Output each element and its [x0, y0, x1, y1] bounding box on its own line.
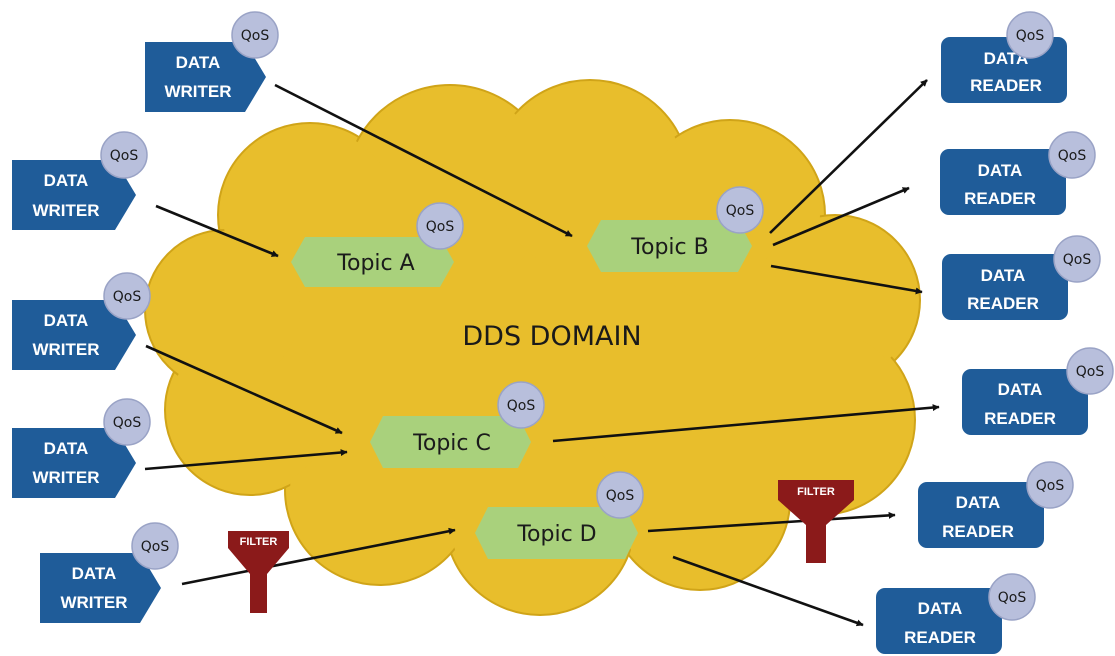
topic-b-label: Topic B — [630, 235, 708, 260]
topic-d: Topic D QoS — [475, 471, 644, 559]
arrow-topic-d-to-reader-5 — [647, 511, 896, 533]
qos-badge — [1006, 11, 1054, 59]
topic-b: Topic B QoS — [587, 186, 764, 272]
qos-badge — [103, 398, 151, 446]
qos-badge — [988, 573, 1036, 621]
arrow-topic-c-to-reader-4 — [552, 404, 940, 443]
qos-label: QoS — [110, 148, 139, 164]
writer-label-line1: DATA — [72, 564, 117, 583]
arrow-writer-3-to-topic-c — [145, 344, 343, 435]
data-reader: DATA READER QoS — [918, 461, 1074, 548]
qos-badge — [103, 272, 151, 320]
data-reader: DATA READER QoS — [876, 573, 1036, 654]
qos-label: QoS — [426, 219, 455, 235]
filter-label: FILTER — [797, 486, 835, 498]
qos-badge — [416, 202, 464, 250]
topic-d-label: Topic D — [516, 522, 596, 547]
topic-a: Topic A QoS — [291, 202, 464, 287]
reader-label-line1: DATA — [978, 161, 1023, 180]
qos-badge — [131, 522, 179, 570]
writer-label-line1: DATA — [44, 311, 89, 330]
reader-label-line1: DATA — [998, 380, 1043, 399]
data-writer: DATA WRITER QoS — [12, 272, 151, 370]
arrow-writer-2-to-topic-a — [155, 204, 279, 258]
qos-label: QoS — [113, 289, 142, 305]
filter-label: FILTER — [240, 536, 278, 548]
data-writer: DATA WRITER QoS — [12, 398, 151, 498]
qos-badge — [1026, 461, 1074, 509]
arrow-writer-1-to-topic-b — [274, 83, 573, 238]
writer-label-line2: WRITER — [32, 468, 99, 487]
reader-label-line2: READER — [984, 409, 1056, 428]
qos-label: QoS — [1036, 478, 1065, 494]
data-writer: DATA WRITER QoS — [145, 11, 279, 112]
arrow-topic-b-to-reader-1 — [769, 79, 928, 234]
writer-label-line2: WRITER — [164, 82, 231, 101]
qos-label: QoS — [1063, 252, 1092, 268]
qos-label: QoS — [726, 203, 755, 219]
reader-label-line1: DATA — [918, 599, 963, 618]
data-writer: DATA WRITER QoS — [12, 131, 148, 230]
reader-label-line1: DATA — [981, 266, 1026, 285]
qos-label: QoS — [1058, 148, 1087, 164]
qos-badge — [716, 186, 764, 234]
qos-badge — [596, 471, 644, 519]
topic-a-label: Topic A — [336, 251, 414, 276]
arrow-writer-5-to-topic-d — [181, 527, 456, 586]
data-reader: DATA READER QoS — [940, 131, 1096, 215]
qos-label: QoS — [998, 590, 1027, 606]
reader-label-line2: READER — [970, 76, 1042, 95]
data-writer: DATA WRITER QoS — [40, 522, 179, 623]
qos-badge — [231, 11, 279, 59]
writer-label-line2: WRITER — [32, 340, 99, 359]
writer-label-line1: DATA — [176, 53, 221, 72]
filter-funnel-writer-side: FILTER — [228, 531, 289, 613]
data-reader: DATA READER QoS — [942, 235, 1101, 320]
qos-badge — [1066, 347, 1114, 395]
data-reader: DATA READER QoS — [941, 11, 1067, 103]
qos-label: QoS — [113, 415, 142, 431]
reader-label-line2: READER — [904, 628, 976, 647]
qos-label: QoS — [1016, 28, 1045, 44]
writer-label-line1: DATA — [44, 171, 89, 190]
connection-arrows — [144, 79, 940, 627]
topic-c-label: Topic C — [412, 431, 491, 456]
reader-label-line2: READER — [967, 294, 1039, 313]
topic-c: Topic C QoS — [370, 381, 545, 468]
reader-label-line1: DATA — [956, 493, 1001, 512]
data-reader: DATA READER QoS — [962, 347, 1114, 435]
qos-label: QoS — [1076, 364, 1105, 380]
qos-badge — [497, 381, 545, 429]
qos-badge — [1053, 235, 1101, 283]
qos-label: QoS — [141, 539, 170, 555]
writer-label-line2: WRITER — [32, 201, 99, 220]
qos-badge — [1048, 131, 1096, 179]
arrow-topic-b-to-reader-2 — [772, 186, 910, 247]
qos-badge — [100, 131, 148, 179]
qos-label: QoS — [606, 488, 635, 504]
qos-label: QoS — [241, 28, 270, 44]
writer-label-line1: DATA — [44, 439, 89, 458]
arrow-topic-d-to-reader-6 — [672, 555, 864, 627]
domain-label: DDS DOMAIN — [462, 321, 641, 352]
reader-label-line2: READER — [942, 522, 1014, 541]
writer-label-line2: WRITER — [60, 593, 127, 612]
filter-funnel-reader-side: FILTER — [778, 480, 854, 563]
qos-label: QoS — [507, 398, 536, 414]
arrow-writer-4-to-topic-c — [144, 449, 348, 471]
arrow-topic-b-to-reader-3 — [770, 264, 923, 295]
reader-label-line2: READER — [964, 189, 1036, 208]
